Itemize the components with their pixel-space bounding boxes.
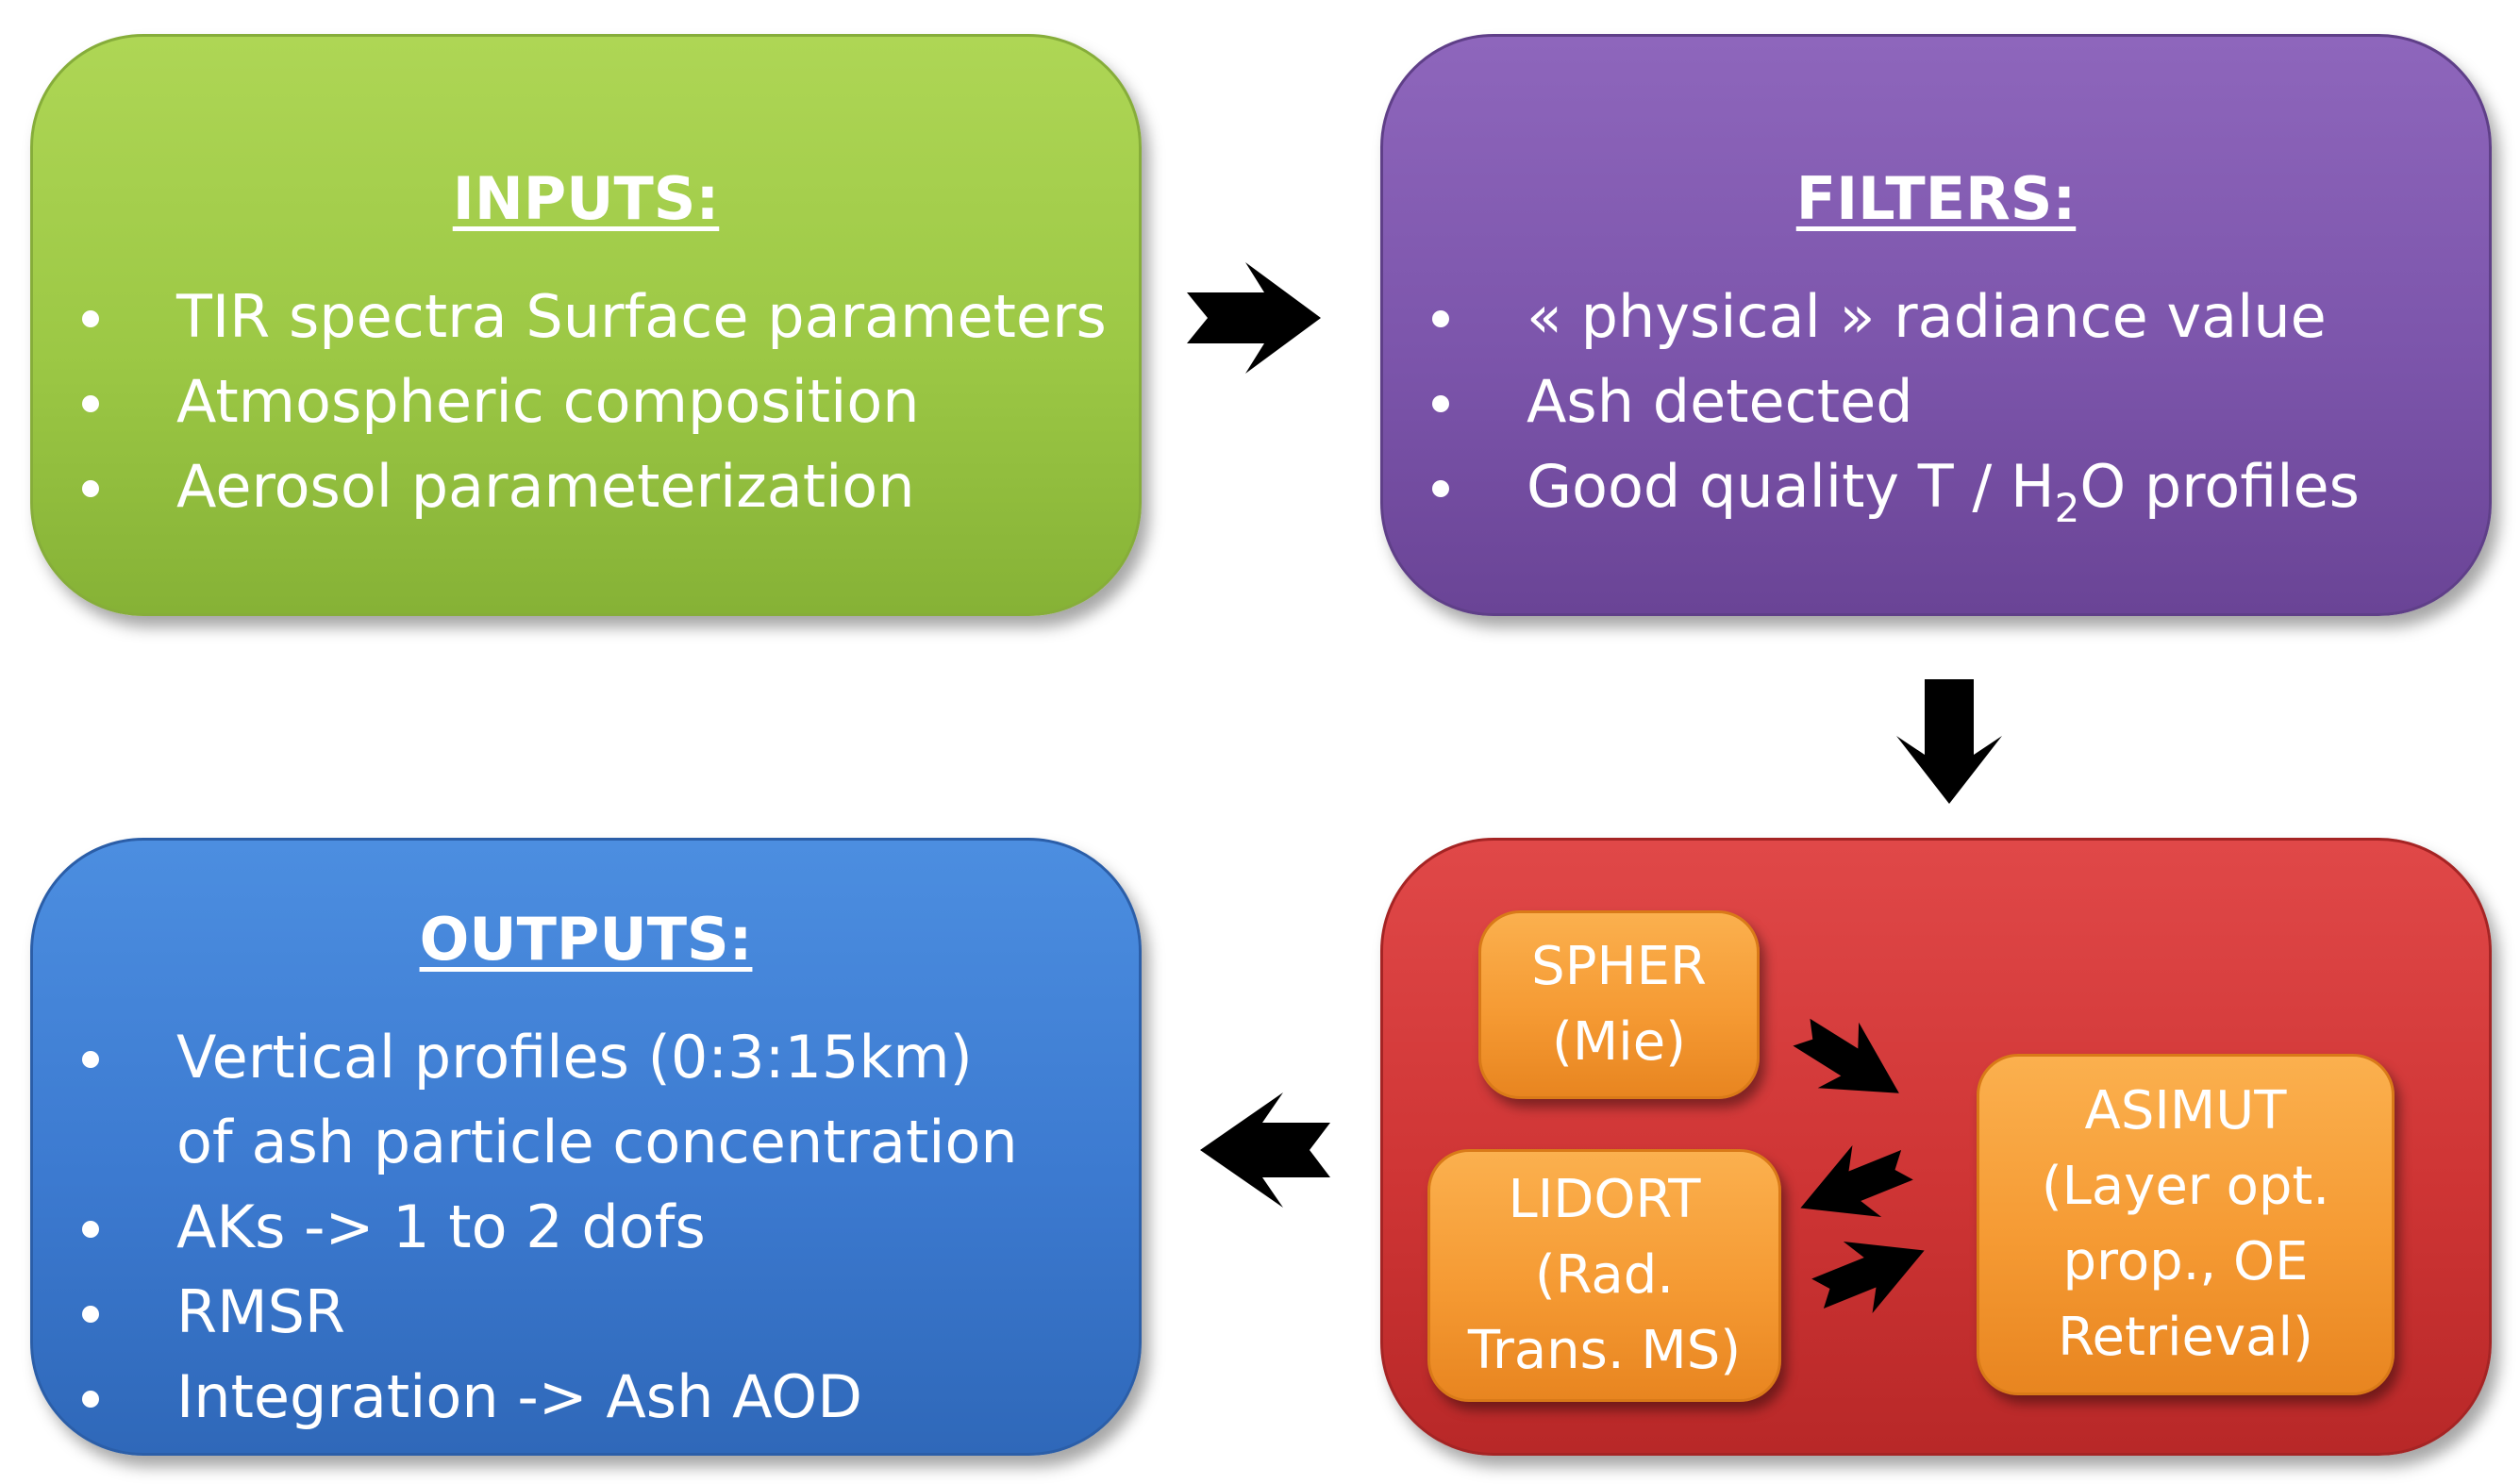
inputs-panel: INPUTS: TIR spectra Surface parameters A… (30, 34, 1142, 616)
asimut-label: ASIMUT (2084, 1080, 2287, 1142)
filters-item: Ash detected (1383, 359, 2360, 444)
arrow-right-icon (1187, 262, 1321, 374)
inputs-item: Aerosol parameterization (33, 444, 1107, 529)
filters-item: « physical » radiance value (1383, 275, 2360, 359)
arrow-spher-to-asimut-icon (1793, 1018, 1899, 1093)
outputs-list: Vertical profiles (0:3:15km) of ash part… (33, 1015, 1033, 1440)
inputs-item: TIR spectra Surface parameters (33, 275, 1107, 359)
lidort-label: LIDORT (1508, 1169, 1701, 1230)
outputs-panel: OUTPUTS: Vertical profiles (0:3:15km) of… (30, 838, 1142, 1456)
lidort-module: LIDORT (Rad. Trans. MS) (1427, 1149, 1781, 1402)
filters-item-text: O profiles (2079, 452, 2360, 521)
subscript-two: 2 (2054, 485, 2080, 531)
filters-item: Good quality T / H2O profiles (1383, 444, 2360, 536)
arrow-asimut-to-lidort-icon (1800, 1144, 1913, 1218)
spher-module: SPHER (Mie) (1478, 910, 1760, 1099)
outputs-item: Vertical profiles (0:3:15km) of ash part… (33, 1015, 1033, 1185)
asimut-sublabel: prop., OE (2062, 1231, 2309, 1292)
inputs-title: INPUTS: (452, 164, 720, 233)
asimut-sublabel: (Layer opt. (2041, 1156, 2330, 1217)
filters-item-text: Good quality T / H (1527, 452, 2055, 521)
arrow-lidort-to-asimut-icon (1811, 1241, 1925, 1314)
filters-title: FILTERS: (1795, 164, 2077, 233)
spher-label: SPHER (1531, 936, 1707, 997)
lidort-sublabel: Trans. MS) (1467, 1320, 1742, 1381)
arrow-down-icon (1896, 679, 2002, 804)
filters-list: « physical » radiance value Ash detected… (1383, 275, 2360, 536)
outputs-item: RMSR (33, 1270, 1033, 1355)
spher-sublabel: (Mie) (1551, 1011, 1687, 1073)
outputs-item: AKs -> 1 to 2 dofs (33, 1185, 1033, 1270)
inputs-item: Atmospheric composition (33, 359, 1107, 444)
outputs-item: Integration -> Ash AOD (33, 1355, 1033, 1440)
asimut-sublabel: Retrieval) (2058, 1307, 2313, 1368)
lidort-sublabel: (Rad. (1534, 1244, 1675, 1306)
filters-panel: FILTERS: « physical » radiance value Ash… (1380, 34, 2492, 616)
asimut-module: ASIMUT (Layer opt. prop., OE Retrieval) (1977, 1054, 2395, 1395)
arrow-left-icon (1200, 1092, 1330, 1208)
inputs-list: TIR spectra Surface parameters Atmospher… (33, 275, 1107, 529)
outputs-title: OUTPUTS: (419, 905, 753, 974)
